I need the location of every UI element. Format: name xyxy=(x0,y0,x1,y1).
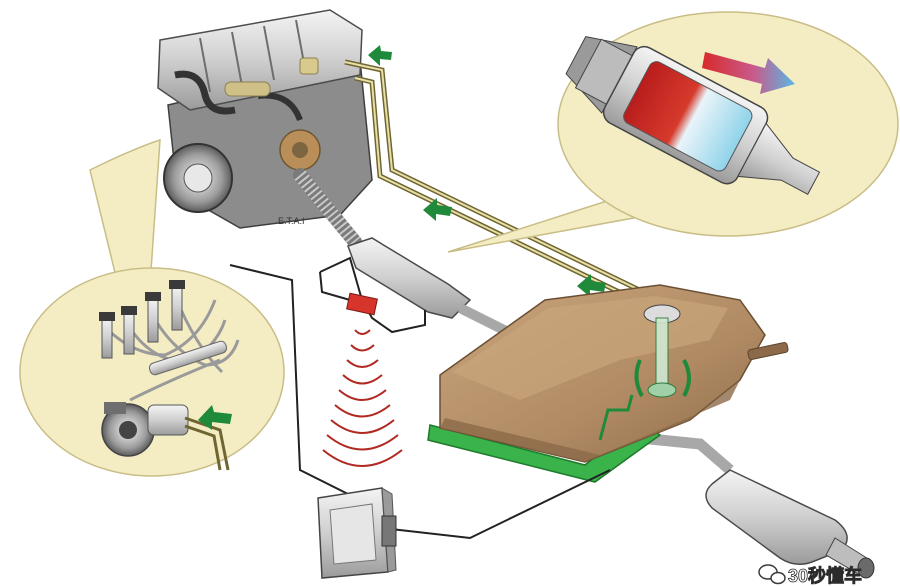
ecu-wire-tank xyxy=(381,469,611,540)
filter-core xyxy=(623,61,753,172)
pressure-sensor xyxy=(346,292,378,316)
turbocharger xyxy=(279,129,321,171)
engine-fitting xyxy=(299,57,319,75)
tank-tray xyxy=(427,419,662,483)
fuel-flow-arrow-icon xyxy=(198,405,232,430)
injector xyxy=(121,306,137,355)
tank-filler-neck xyxy=(747,342,789,360)
fuel-return-line-inner xyxy=(354,77,649,307)
injector xyxy=(169,280,185,331)
fuel-tank xyxy=(427,284,789,483)
pump-fuel-line xyxy=(184,424,222,471)
engine-hose xyxy=(174,70,236,115)
filter-callout xyxy=(447,11,899,253)
injector-callout-pointer xyxy=(89,138,161,286)
fuel-flow-arrow-icon xyxy=(682,359,691,397)
injector xyxy=(145,292,161,343)
flow-direction-arrow-icon xyxy=(702,52,795,94)
engine-pulley xyxy=(163,143,233,213)
fuel-flow-arrow-icon xyxy=(598,394,634,441)
wireless-signal xyxy=(322,329,403,467)
wechat-icon xyxy=(758,564,786,585)
filter-outlet xyxy=(737,122,821,195)
exhaust-flex-pipe xyxy=(293,168,362,249)
filter-cutaway xyxy=(565,36,821,195)
engine-label: E.T.A.I xyxy=(278,216,305,226)
injector-callout xyxy=(19,138,285,477)
watermark: 30秒懂车 xyxy=(758,564,862,586)
tank-side-shade xyxy=(440,380,740,462)
fuel-flow-arrow-icon xyxy=(423,198,452,221)
ecu-wire-engine xyxy=(229,264,351,496)
fuel-flow-arrow-icon xyxy=(368,45,392,66)
sensor-loop-wire xyxy=(319,256,426,334)
common-rail xyxy=(148,340,228,376)
injector xyxy=(99,312,115,359)
engine-fitting xyxy=(224,81,271,97)
high-pressure-pump xyxy=(101,402,189,457)
fuel-pump-module xyxy=(643,304,681,398)
pump-fuel-line xyxy=(184,416,230,471)
fuel-flow-arrow-icon xyxy=(577,274,606,297)
exhaust-rear-pipe xyxy=(639,432,734,475)
watermark-text: 30秒懂车 xyxy=(788,565,862,586)
engine: E.T.A.I xyxy=(157,9,373,229)
muffler xyxy=(705,469,875,579)
wiring-harness xyxy=(229,256,611,540)
fuel-flow-arrow-icon xyxy=(634,359,644,397)
ecu-module xyxy=(317,487,397,579)
sensor-loop-wire xyxy=(319,271,351,301)
